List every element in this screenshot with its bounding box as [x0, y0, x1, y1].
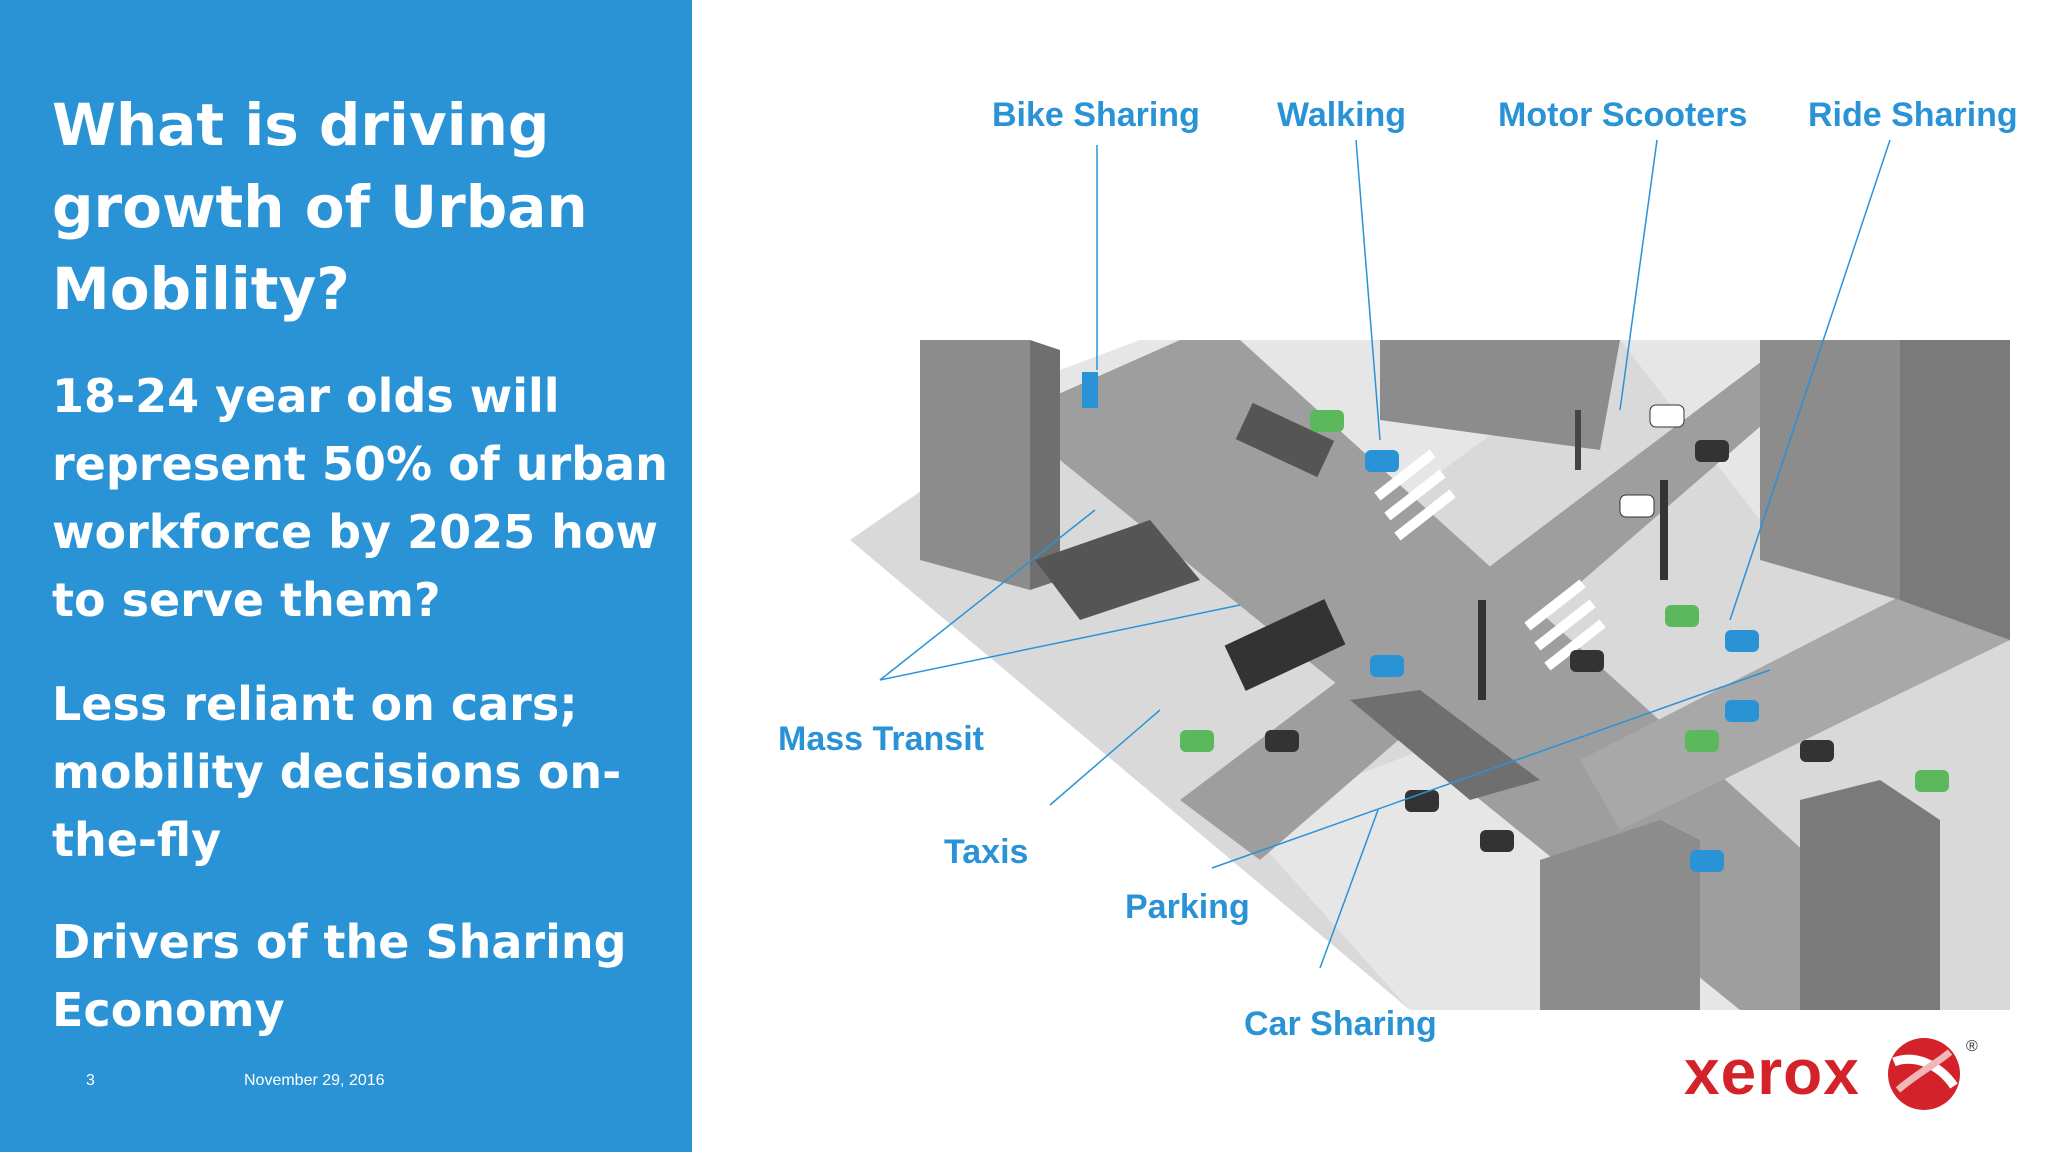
bullet-young-workforce: 18-24 year olds will represent 50% of ur… — [52, 369, 668, 627]
label-car-sharing: Car Sharing — [1244, 1005, 1437, 1043]
bullet-less-reliant-cars: Less reliant on cars; mobility decisions… — [52, 677, 622, 867]
building-top-right — [1760, 340, 2010, 640]
road-right — [1580, 540, 2010, 830]
label-walking: Walking — [1277, 96, 1407, 134]
bus-upper — [1235, 402, 1335, 478]
slide-number: 3 — [86, 1072, 95, 1089]
slide-date: November 29, 2016 — [244, 1072, 385, 1089]
label-parking: Parking — [1125, 888, 1250, 926]
registered-mark: ® — [1966, 1038, 1978, 1055]
label-mass-transit: Mass Transit — [778, 720, 984, 758]
label-motor-scooters: Motor Scooters — [1498, 96, 1748, 134]
bullet-sharing-economy: Drivers of the Sharing Economy — [52, 915, 627, 1037]
label-ride-sharing: Ride Sharing — [1808, 96, 2018, 134]
leader-lines — [879, 139, 1891, 969]
label-bike-sharing: Bike Sharing — [992, 96, 1200, 134]
city-scene-svg — [850, 139, 2010, 1010]
bike-station-sign — [1082, 372, 1098, 408]
building-bottom-center — [1540, 820, 1700, 1010]
vehicles — [1180, 404, 1949, 872]
transit-entrance — [1035, 520, 1200, 620]
crosswalks — [1374, 449, 1606, 671]
traffic-lights — [1478, 410, 1668, 700]
parking-canopy — [1350, 690, 1540, 800]
road-cross — [1180, 340, 1860, 860]
slide-title: What is driving growth of Urban Mobility… — [52, 91, 588, 323]
label-taxis: Taxis — [944, 833, 1029, 871]
xerox-wordmark: xerox — [1684, 1036, 1860, 1108]
xerox-logo: xerox ® — [1684, 1030, 1984, 1114]
building-bottom-right — [1800, 780, 1940, 1010]
left-panel: What is driving growth of Urban Mobility… — [0, 0, 692, 1152]
city-illustration: Bike Sharing Walking Motor Scooters Ride… — [692, 0, 2048, 1152]
bus-lower — [1224, 599, 1346, 691]
building-top — [1380, 340, 1620, 450]
building-left — [920, 340, 1060, 590]
xerox-ball-icon — [1888, 1038, 1960, 1110]
